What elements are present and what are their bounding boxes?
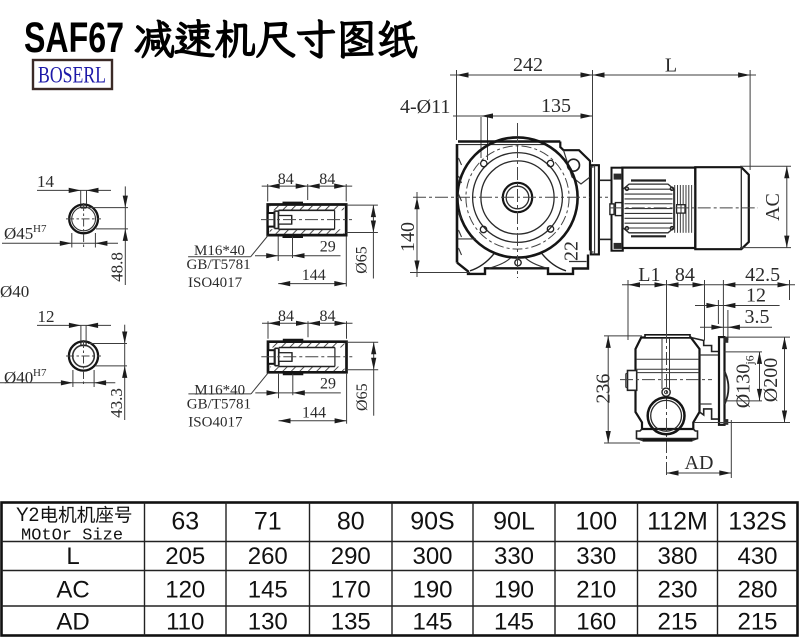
- svg-text:144: 144: [302, 267, 326, 284]
- svg-text:290: 290: [331, 543, 371, 570]
- svg-text:M16*40: M16*40: [194, 243, 245, 259]
- svg-text:48.8: 48.8: [108, 252, 127, 282]
- svg-text:210: 210: [576, 577, 616, 604]
- svg-text:29: 29: [320, 376, 336, 393]
- svg-text:145: 145: [248, 577, 288, 604]
- svg-text:AC: AC: [56, 577, 89, 604]
- svg-text:330: 330: [494, 543, 534, 570]
- svg-text:SAF67: SAF67: [24, 14, 124, 62]
- svg-text:3.5: 3.5: [745, 306, 770, 328]
- svg-text:205: 205: [165, 543, 205, 570]
- svg-text:110: 110: [166, 609, 204, 636]
- svg-text:L1: L1: [638, 264, 660, 286]
- svg-text:236: 236: [593, 374, 615, 404]
- svg-text:29: 29: [320, 239, 336, 256]
- svg-text:242: 242: [513, 54, 543, 76]
- svg-text:L: L: [66, 543, 79, 570]
- svg-text:22: 22: [561, 241, 583, 261]
- svg-text:280: 280: [737, 577, 777, 604]
- svg-text:84: 84: [675, 264, 695, 286]
- svg-text:12: 12: [746, 285, 766, 307]
- svg-text:330: 330: [576, 543, 616, 570]
- svg-text:AC: AC: [762, 193, 784, 221]
- svg-text:Ø200: Ø200: [760, 358, 782, 402]
- svg-text:80: 80: [337, 508, 365, 536]
- svg-text:Ø65: Ø65: [354, 246, 371, 274]
- svg-text:63: 63: [171, 508, 199, 536]
- svg-text:230: 230: [657, 577, 697, 604]
- svg-text:ISO4017: ISO4017: [188, 415, 243, 431]
- svg-text:M16*40: M16*40: [194, 383, 245, 399]
- svg-text:Ø40: Ø40: [0, 282, 29, 301]
- svg-text:144: 144: [302, 404, 326, 421]
- svg-text:L: L: [665, 55, 677, 77]
- svg-text:12: 12: [38, 307, 55, 326]
- svg-text:160: 160: [576, 609, 616, 636]
- svg-text:170: 170: [331, 577, 371, 604]
- svg-text:300: 300: [412, 543, 452, 570]
- svg-text:140: 140: [397, 222, 419, 252]
- svg-text:GB/T5781: GB/T5781: [187, 397, 251, 413]
- svg-text:AD: AD: [685, 452, 714, 474]
- svg-text:MOtOr Size: MOtOr Size: [21, 527, 123, 546]
- svg-text:135: 135: [541, 95, 571, 117]
- svg-text:100: 100: [575, 508, 617, 536]
- svg-text:GB/T5781: GB/T5781: [187, 257, 251, 273]
- svg-text:90S: 90S: [410, 508, 454, 536]
- svg-text:71: 71: [254, 508, 282, 536]
- svg-text:BOSERL: BOSERL: [38, 63, 106, 88]
- svg-text:84: 84: [278, 308, 294, 325]
- svg-text:Y2: Y2: [16, 505, 39, 526]
- svg-text:AD: AD: [56, 609, 89, 636]
- svg-text:Ø45: Ø45: [4, 224, 33, 243]
- svg-text:260: 260: [248, 543, 288, 570]
- svg-text:120: 120: [165, 577, 205, 604]
- svg-text:145: 145: [412, 609, 452, 636]
- svg-text:14: 14: [37, 172, 55, 191]
- svg-text:Ø130: Ø130: [733, 364, 755, 408]
- svg-text:4-Ø11: 4-Ø11: [400, 96, 450, 118]
- svg-text:215: 215: [737, 609, 777, 636]
- svg-text:ISO4017: ISO4017: [188, 275, 243, 291]
- svg-text:130: 130: [248, 609, 288, 636]
- svg-text:42.5: 42.5: [745, 264, 780, 286]
- svg-text:112M: 112M: [647, 508, 708, 536]
- svg-text:84: 84: [319, 171, 335, 188]
- svg-text:135: 135: [331, 609, 371, 636]
- svg-text:H7: H7: [33, 367, 47, 379]
- svg-text:43.3: 43.3: [107, 388, 126, 418]
- svg-text:Ø40: Ø40: [4, 368, 33, 387]
- svg-text:84: 84: [320, 308, 336, 325]
- svg-text:190: 190: [412, 577, 452, 604]
- svg-text:132S: 132S: [728, 508, 786, 536]
- svg-text:430: 430: [737, 543, 777, 570]
- svg-text:380: 380: [657, 543, 697, 570]
- svg-text:j6: j6: [743, 355, 757, 365]
- svg-text:Ø65: Ø65: [354, 383, 371, 411]
- svg-text:145: 145: [494, 609, 534, 636]
- svg-text:190: 190: [494, 577, 534, 604]
- svg-text:90L: 90L: [493, 508, 535, 536]
- svg-text:H7: H7: [33, 223, 47, 235]
- svg-text:215: 215: [657, 609, 697, 636]
- svg-text:84: 84: [278, 171, 294, 188]
